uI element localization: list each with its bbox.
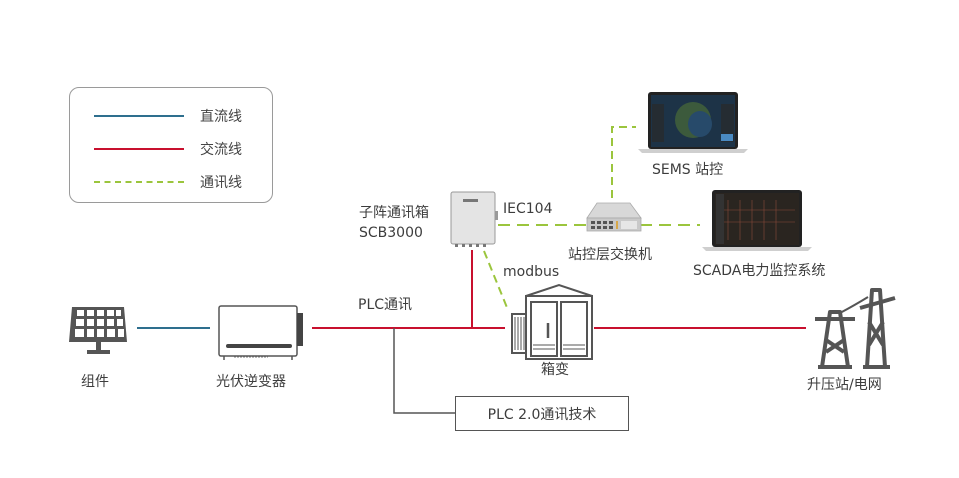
comm-line-scb-to-transformer [483, 250, 509, 311]
legend-item-comm: 通讯线 [94, 172, 264, 192]
legend-label-dc: 直流线 [200, 109, 242, 125]
solar-panel-icon [69, 307, 127, 354]
iec104-label: IEC104 [503, 201, 553, 217]
modbus-label: modbus [503, 264, 560, 280]
inverter-icon [218, 305, 303, 360]
plc-technology-label: PLC 2.0通讯技术 [487, 406, 597, 423]
combiner-box-icon [450, 191, 498, 247]
network-switch-icon [586, 202, 642, 232]
scada-label: SCADA电力监控系统 [693, 263, 826, 279]
sems-label: SEMS 站控 [652, 162, 724, 178]
scb-label-line2: SCB3000 [359, 225, 423, 241]
legend-item-dc: 直流线 [94, 106, 264, 126]
plc-connector-line [393, 328, 455, 414]
switch-label: 站控层交换机 [568, 247, 652, 263]
legend-swatch-ac [94, 148, 184, 150]
plc-comm-label: PLC通讯 [358, 297, 413, 313]
box-transformer-icon [511, 283, 593, 360]
laptop-scada-icon [702, 190, 812, 251]
grid-label: 升压站/电网 [807, 377, 882, 393]
legend-item-ac: 交流线 [94, 139, 264, 159]
legend-label-comm: 通讯线 [200, 175, 242, 191]
legend-swatch-dc [94, 115, 184, 117]
legend: 直流线 交流线 通讯线 [69, 87, 273, 203]
plc-technology-box: PLC 2.0通讯技术 [455, 396, 629, 431]
inverter-label: 光伏逆变器 [216, 374, 286, 390]
pv-module-label: 组件 [81, 374, 109, 390]
legend-swatch-comm [94, 181, 184, 183]
scb-label-line1: 子阵通讯箱 [359, 205, 429, 221]
comm-line-switch-to-sems [611, 126, 636, 198]
transmission-tower-icon [815, 288, 896, 369]
legend-label-ac: 交流线 [200, 142, 242, 158]
box-transformer-label: 箱变 [541, 362, 569, 378]
laptop-map-icon [638, 92, 748, 153]
